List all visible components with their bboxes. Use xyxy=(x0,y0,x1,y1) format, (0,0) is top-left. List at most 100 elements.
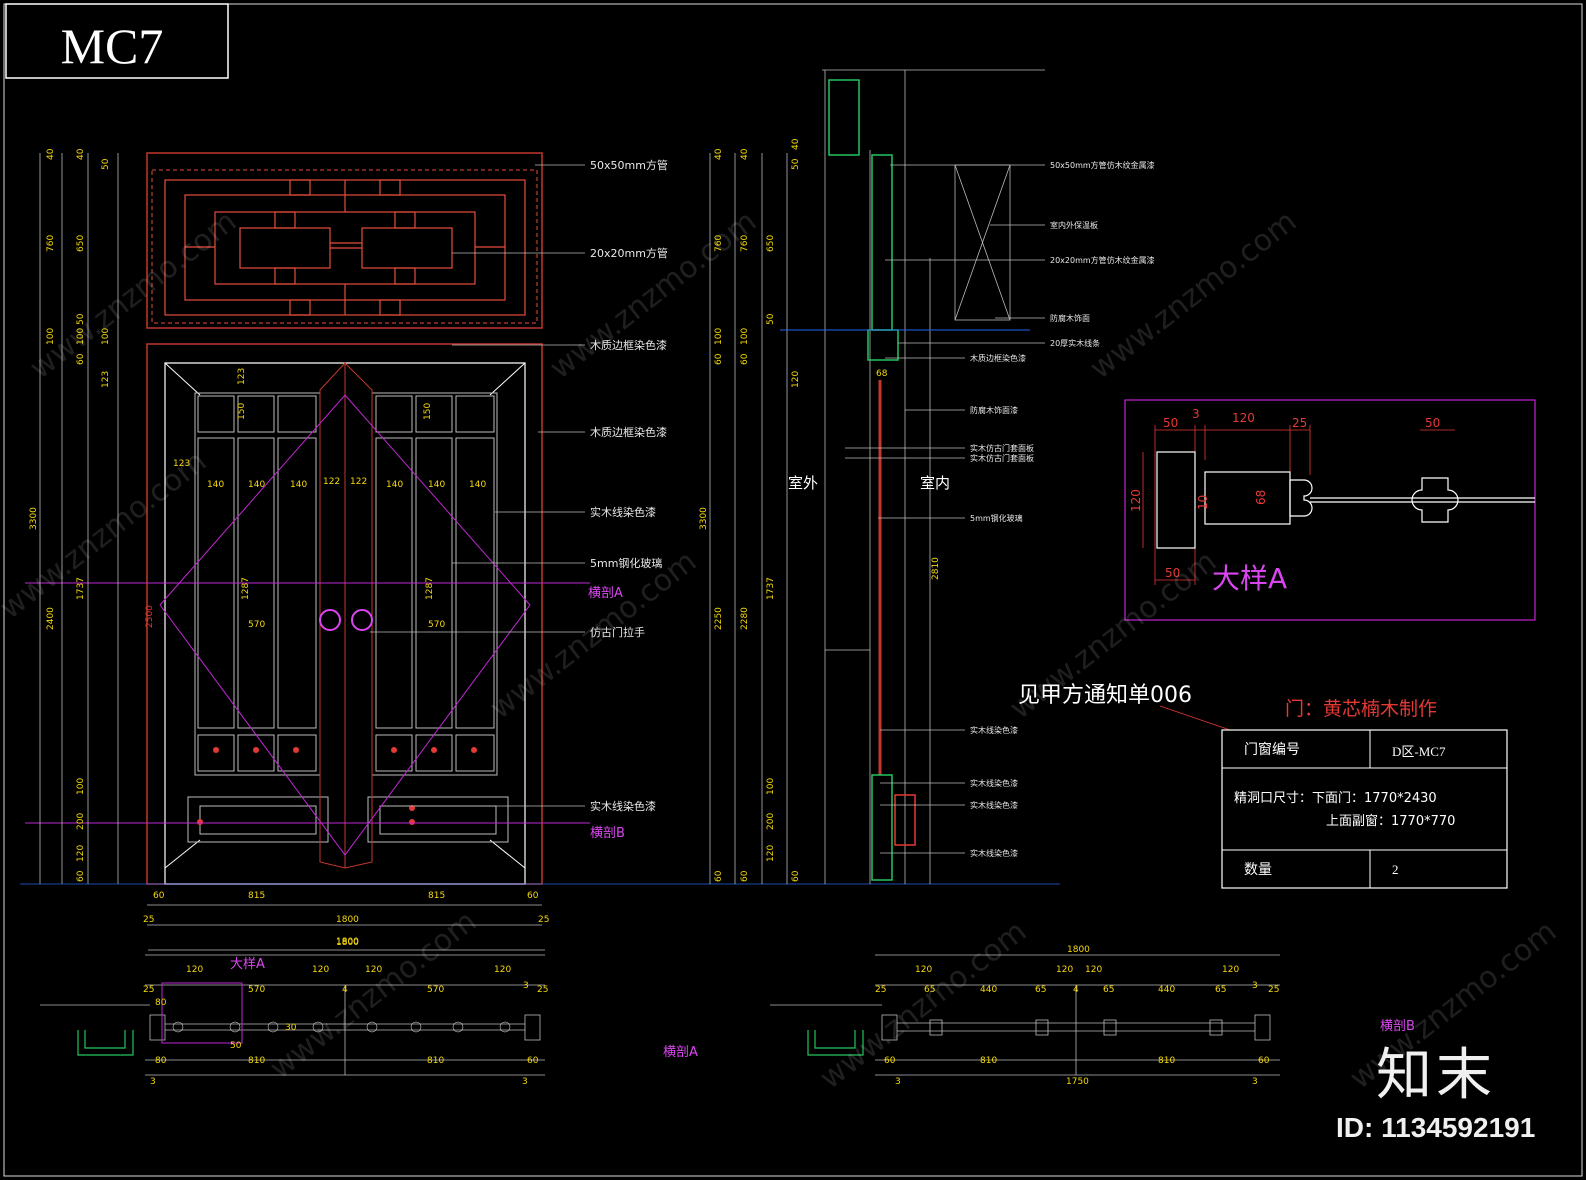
dim-label: 1800 xyxy=(336,937,359,947)
dim-label: 810 xyxy=(1158,1056,1175,1066)
dim-label: 122 xyxy=(350,477,367,487)
plan-b-label: 横剖B xyxy=(1380,1019,1415,1034)
dim-label: 2400 xyxy=(46,607,56,630)
dim-label: 60 xyxy=(527,891,539,901)
dim-label: 3 xyxy=(1252,981,1258,991)
section-mark-a: 横剖A xyxy=(588,586,623,601)
callout-label: 实木线染色漆 xyxy=(970,778,1018,788)
dim-label: 30 xyxy=(285,1023,297,1033)
elevation-dimension-lines xyxy=(20,153,1060,951)
dim-label: 200 xyxy=(766,813,776,830)
dim-label: 810 xyxy=(980,1056,997,1066)
dim-label: 65 xyxy=(924,985,935,995)
asset-id-label: ID: 1134592191 xyxy=(1336,1112,1536,1143)
dim-label: 100 xyxy=(766,778,776,795)
callout-label: 防腐木饰面 xyxy=(1050,313,1090,323)
dim-label: 120 xyxy=(1085,965,1102,975)
dim-label: 50 xyxy=(1163,416,1178,430)
dim-label: 65 xyxy=(1035,985,1046,995)
dim-label: 650 xyxy=(76,235,86,252)
table-cell-label: 精洞口尺寸：下面门：1770*2430 xyxy=(1234,791,1437,806)
dim-label: 2500 xyxy=(145,605,155,628)
plan-section-a: 大样A 横剖A 1800 120 120 120 120 25 80 570 4… xyxy=(40,937,698,1087)
dim-label: 60 xyxy=(884,1056,896,1066)
dim-label: 60 xyxy=(714,870,724,882)
table-cell-value: D区-MC7 xyxy=(1392,744,1446,759)
side-dim-texts: 40 760 760 650 50 100 100 60 60 2250 228… xyxy=(699,138,941,882)
callout-label: 木质边框染色漆 xyxy=(590,425,667,439)
detail-a-title: 大样A xyxy=(1212,562,1287,595)
dim-label: 760 xyxy=(714,235,724,252)
dim-label: 1287 xyxy=(241,577,251,600)
watermark-text: www.znzmo.com xyxy=(0,444,213,626)
dim-label: 440 xyxy=(980,985,997,995)
dim-label: 120 xyxy=(312,965,329,975)
callout-label: 室内外保温板 xyxy=(1050,220,1098,230)
dim-label: 150 xyxy=(237,403,247,420)
callout-label: 防腐木饰面漆 xyxy=(970,405,1018,415)
dim-label: 123 xyxy=(101,371,111,388)
callout-label: 实木线染色漆 xyxy=(970,800,1018,810)
left-door-leaf xyxy=(187,392,329,843)
elevation-callout-leaders xyxy=(370,164,585,807)
dim-label: 120 xyxy=(791,371,801,388)
dim-label: 100 xyxy=(76,328,86,345)
dim-label: 60 xyxy=(76,870,86,882)
dim-label: 80 xyxy=(155,998,167,1008)
dim-label: 40 xyxy=(740,148,750,160)
dim-label: 25 xyxy=(537,985,548,995)
side-section: 室外 室内 40 760 760 650 50 100 100 60 60 22… xyxy=(699,69,1155,884)
dim-label: 570 xyxy=(248,985,265,995)
dim-label: 570 xyxy=(428,620,445,630)
dim-label: 65 xyxy=(1103,985,1114,995)
drawing-title: MC7 xyxy=(61,18,164,74)
dim-label: 40 xyxy=(714,148,724,160)
dim-label: 760 xyxy=(740,235,750,252)
dim-label: 120 xyxy=(1056,965,1073,975)
dim-label: 60 xyxy=(714,353,724,365)
dim-label: 200 xyxy=(76,813,86,830)
dim-label: 3 xyxy=(1252,1077,1258,1087)
dim-label: 120 xyxy=(365,965,382,975)
dim-label: 4 xyxy=(1073,985,1079,995)
dim-label: 570 xyxy=(427,985,444,995)
section-cut-lines xyxy=(25,394,590,856)
dim-label: 100 xyxy=(714,328,724,345)
callout-label: 5mm钢化玻璃 xyxy=(590,556,662,570)
callout-label: 实木线染色漆 xyxy=(970,848,1018,858)
dim-label: 60 xyxy=(527,1056,539,1066)
hardware-markers xyxy=(197,747,477,825)
dim-label: 50 xyxy=(791,158,801,170)
detail-a: 50 3 120 25 50 120 68 10 50 大样A xyxy=(1124,399,1536,621)
dim-label: 570 xyxy=(248,620,265,630)
watermark-text: www.znzmo.com xyxy=(1083,204,1303,386)
dim-label: 440 xyxy=(1158,985,1175,995)
dim-label: 25 xyxy=(1268,985,1279,995)
left-door-pull-icon xyxy=(319,609,341,631)
right-door-pull-icon xyxy=(351,609,373,631)
dim-label: 50 xyxy=(1165,566,1180,580)
callout-label: 木质边框染色漆 xyxy=(590,338,667,352)
dim-label: 815 xyxy=(248,891,265,901)
dim-label: 3 xyxy=(150,1077,156,1087)
dim-label: 140 xyxy=(290,480,307,490)
dim-label: 122 xyxy=(323,477,340,487)
dim-label: 120 xyxy=(186,965,203,975)
dim-label: 60 xyxy=(791,870,801,882)
dim-label: 120 xyxy=(915,965,932,975)
material-note: 门：黄芯楠木制作 xyxy=(1285,698,1437,720)
callout-label: 20x20mm方管仿木纹金属漆 xyxy=(1050,255,1155,265)
dim-label: 68 xyxy=(1254,490,1268,505)
dim-label: 3 xyxy=(523,981,529,991)
dim-label: 140 xyxy=(428,480,445,490)
dim-label: 1737 xyxy=(766,577,776,600)
callout-label: 50x50mm方管仿木纹金属漆 xyxy=(1050,160,1155,170)
table-cell-label: 数量 xyxy=(1244,862,1272,878)
dim-label: 140 xyxy=(469,480,486,490)
dim-label: 1800 xyxy=(1067,945,1090,955)
dim-label: 2810 xyxy=(931,557,941,580)
dim-label: 25 xyxy=(538,915,549,925)
dim-label: 50 xyxy=(76,313,86,325)
right-door-leaf xyxy=(367,392,509,843)
